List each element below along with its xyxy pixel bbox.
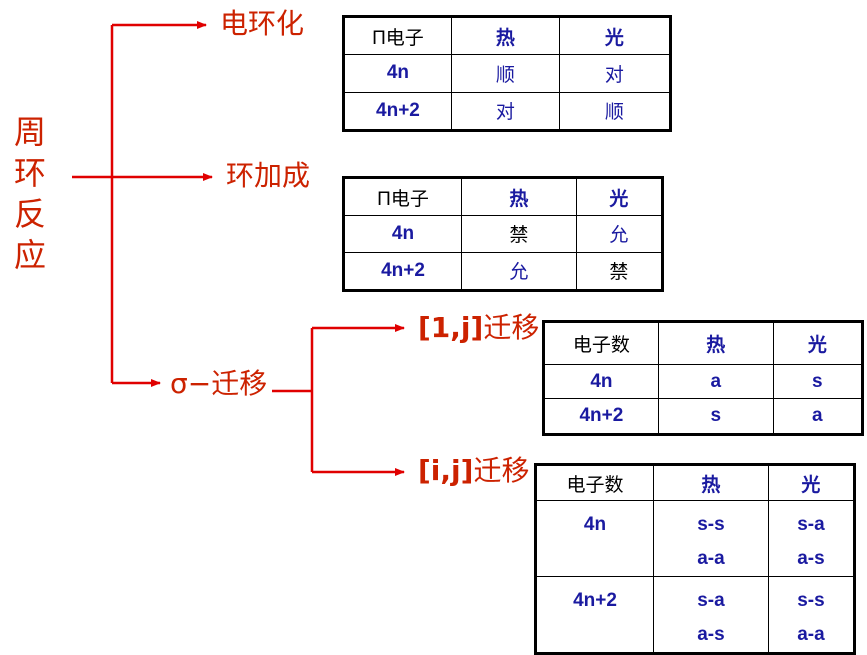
header-cell: 光: [575, 176, 664, 217]
branch-1j-prefix: [1,j]: [418, 311, 484, 344]
table-cell: a: [657, 364, 774, 400]
table-row: 4n 禁 允: [342, 215, 664, 253]
header-cell: 电子数: [534, 464, 655, 501]
header-cell: Π电子: [343, 15, 452, 56]
cell-line: s-a: [797, 514, 825, 535]
cell-line: s-s: [797, 590, 825, 611]
table-cell: 顺: [558, 91, 672, 132]
branch-1j-shift-label: [1,j]迁移: [418, 314, 539, 342]
row-label-cell: 4n+2: [342, 251, 463, 292]
table-cell: a: [772, 398, 864, 435]
table-header-row: Π电子 热 光: [342, 176, 664, 217]
cell-line: a-s: [697, 624, 725, 645]
cell-line: s-a: [697, 590, 725, 611]
table-row: 4n 顺 对: [343, 54, 672, 93]
cycloaddition-rules-table: Π电子 热 光 4n 禁 允 4n+2 允 禁: [342, 176, 664, 292]
row-label-cell: 4n: [343, 54, 452, 93]
root-label: 周 环 反 应: [10, 112, 50, 276]
electrocyclic-rules-table: Π电子 热 光 4n 顺 对 4n+2 对 顺: [342, 15, 672, 132]
table-row: 4n+2 允 禁: [342, 251, 664, 292]
branch-ij-suffix: 迁移: [473, 454, 530, 487]
table-cell: s: [657, 398, 774, 435]
table-header-row: 电子数 热 光: [534, 464, 856, 501]
root-char: 环: [13, 154, 46, 192]
row-label-cell: 4n: [534, 500, 655, 577]
table-cell: s-s a-a: [767, 576, 856, 654]
header-cell: 光: [772, 320, 864, 366]
table-cell: 允: [575, 215, 664, 253]
branch-electrocyclic-label: 电环化: [220, 7, 305, 40]
table-cell: 对: [450, 91, 560, 132]
table-row: 4n s-s a-a s-a a-s: [534, 500, 856, 577]
table-cell: 允: [461, 251, 577, 292]
cell-line: s-s: [697, 514, 725, 535]
table-header-row: Π电子 热 光: [343, 15, 672, 56]
row-label-cell: 4n+2: [343, 91, 452, 132]
branch-cycloaddition-label: 环加成: [226, 159, 311, 192]
table-cell: 顺: [450, 54, 560, 93]
table-cell: 禁: [461, 215, 577, 253]
table-cell: s-a a-s: [767, 500, 856, 577]
table-row: 4n a s: [543, 364, 864, 400]
cell-line: a-a: [797, 624, 825, 645]
row-label-cell: 4n+2: [534, 576, 655, 654]
row-label-cell: 4n: [342, 215, 463, 253]
branch-ij-prefix: [i,j]: [418, 454, 474, 487]
header-cell: 光: [767, 464, 856, 501]
table-cell: s-a a-s: [653, 576, 769, 654]
row-label-cell: 4n: [543, 364, 659, 400]
table-cell: 禁: [575, 251, 664, 292]
table-cell: 对: [558, 54, 672, 93]
header-cell: 热: [450, 15, 560, 56]
row-label-cell: 4n+2: [543, 398, 659, 435]
root-char: 反: [13, 195, 46, 233]
branch-1j-suffix: 迁移: [483, 311, 540, 344]
root-char: 周: [13, 113, 46, 151]
shift-1j-rules-table: 电子数 热 光 4n a s 4n+2 s a: [542, 320, 864, 436]
table-header-row: 电子数 热 光: [543, 320, 864, 366]
table-row: 4n+2 对 顺: [343, 91, 672, 132]
branch-ij-shift-label: [i,j]迁移: [418, 457, 529, 485]
branch-sigma-shift-label: σ−迁移: [170, 367, 268, 400]
header-cell: 热: [461, 176, 577, 217]
header-cell: 热: [653, 464, 769, 501]
cell-line: a-s: [797, 548, 825, 569]
table-row: 4n+2 s-a a-s s-s a-a: [534, 576, 856, 654]
header-cell: 热: [657, 320, 774, 366]
header-cell: 电子数: [543, 320, 659, 366]
root-char: 应: [13, 236, 46, 274]
header-cell: 光: [558, 15, 672, 56]
shift-ij-rules-table: 电子数 热 光 4n s-s a-a s-a a-s 4n+2 s-a a-s …: [534, 463, 856, 655]
header-cell: Π电子: [342, 176, 463, 217]
cell-line: a-a: [697, 548, 725, 569]
table-row: 4n+2 s a: [543, 398, 864, 435]
table-cell: s: [772, 364, 864, 400]
table-cell: s-s a-a: [653, 500, 769, 577]
